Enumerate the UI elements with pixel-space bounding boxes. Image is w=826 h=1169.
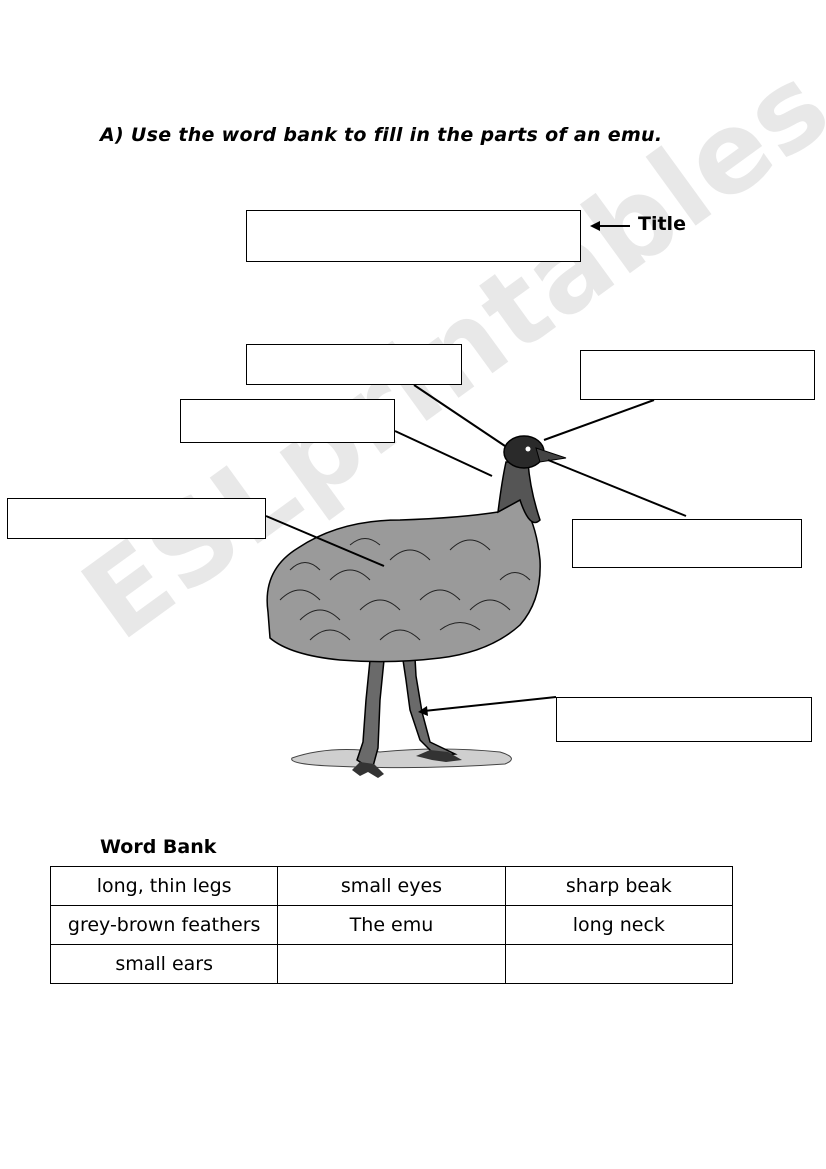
word-bank-cell: The emu: [278, 906, 505, 945]
table-row: long, thin legs small eyes sharp beak: [51, 867, 733, 906]
word-bank-heading: Word Bank: [100, 836, 216, 858]
emu-illustration: [267, 436, 566, 778]
word-bank-table: long, thin legs small eyes sharp beak gr…: [50, 866, 733, 984]
table-row: grey-brown feathers The emu long neck: [51, 906, 733, 945]
word-bank-cell: grey-brown feathers: [51, 906, 278, 945]
table-row: small ears: [51, 945, 733, 984]
arrow-left-icon: [590, 221, 630, 231]
word-bank-cell: sharp beak: [505, 867, 732, 906]
word-bank-cell: long neck: [505, 906, 732, 945]
word-bank-cell: small eyes: [278, 867, 505, 906]
word-bank-cell: [505, 945, 732, 984]
word-bank-cell: small ears: [51, 945, 278, 984]
word-bank-cell: long, thin legs: [51, 867, 278, 906]
word-bank-cell: [278, 945, 505, 984]
